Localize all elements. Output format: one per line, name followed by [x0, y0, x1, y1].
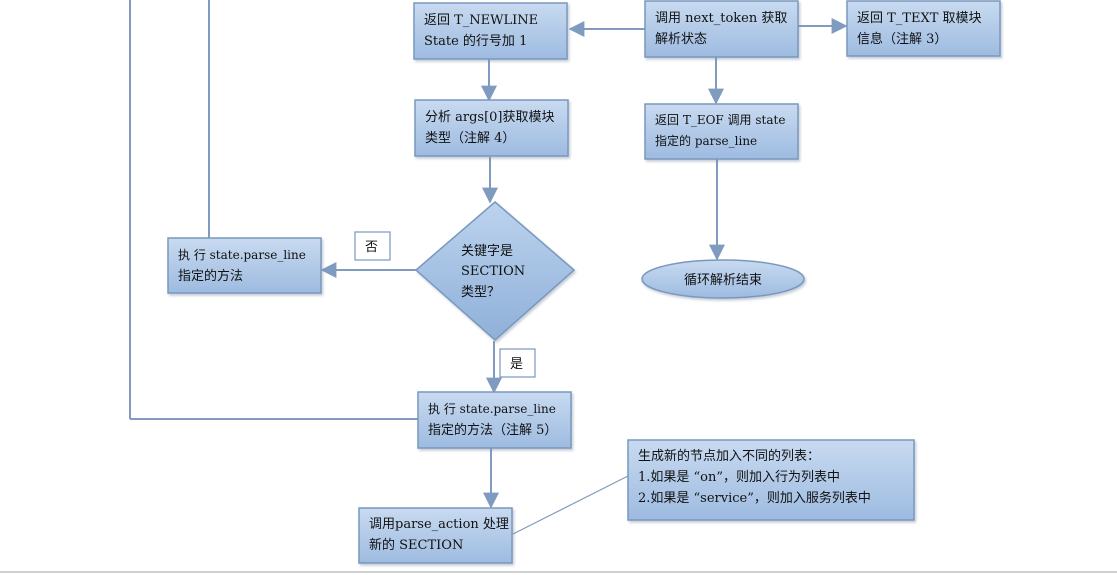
node-note-line-1: 生成新的节点加入不同的列表：: [638, 448, 820, 464]
note-connector: [512, 475, 629, 535]
node-note: 生成新的节点加入不同的列表： 1.如果是 “on”，则加入行为列表中 2.如果是…: [627, 439, 915, 521]
node-next-token-line-2: 解析状态: [655, 32, 707, 47]
node-exec-left: 执 行 state.parse_line 指定的方法: [167, 237, 322, 294]
node-exec-left-line-1: 执 行 state.parse_line: [178, 248, 306, 262]
node-exec-center-line-1: 执 行 state.parse_line: [428, 402, 556, 416]
node-newline-line-2: State 的行号加 1: [424, 33, 527, 49]
node-decision: 关键字是 SECTION 类型？: [414, 201, 576, 342]
node-note-line-3: 2.如果是 “service”，则加入服务列表中: [638, 490, 871, 506]
node-loop-end: 循环解析结束: [641, 259, 805, 299]
node-next-token-line-1: 调用 next_token 获取: [655, 11, 787, 26]
node-exec-center: 执 行 state.parse_line 指定的方法（注解 5）: [417, 391, 572, 449]
node-analyze-args-line-1: 分析 args[0]获取模块: [425, 110, 555, 125]
node-exec-left-line-2: 指定的方法: [178, 268, 243, 284]
node-parse-action-line-2: 新的 SECTION: [369, 537, 463, 553]
node-text-line-2: 信息（注解 3）: [857, 31, 947, 47]
node-note-line-2: 1.如果是 “on”，则加入行为列表中: [638, 469, 840, 485]
node-eof-line-1: 返回 T_EOF 调用 state: [655, 113, 785, 127]
node-eof-line-2: 指定的 parse_line: [655, 133, 757, 148]
node-newline-line-1: 返回 T_NEWLINE: [424, 13, 538, 28]
node-parse-action-line-1: 调用parse_action 处理: [369, 517, 509, 532]
node-analyze-args-line-2: 类型（注解 4）: [425, 131, 515, 146]
label-no-text: 否: [365, 240, 378, 255]
node-loop-end-text: 循环解析结束: [684, 273, 762, 288]
label-yes: 是: [499, 348, 536, 378]
label-no: 否: [354, 231, 391, 261]
node-text: 返回 T_TEXT 取模块 信息（注解 3）: [846, 0, 1001, 57]
node-decision-line-3: 类型？: [461, 285, 500, 300]
connectors: [129, 0, 848, 535]
node-text-line-1: 返回 T_TEXT 取模块: [857, 11, 982, 26]
node-next-token: 调用 next_token 获取 解析状态: [644, 0, 799, 58]
node-eof: 返回 T_EOF 调用 state 指定的 parse_line: [644, 103, 799, 160]
node-decision-line-1: 关键字是: [461, 244, 513, 259]
label-yes-text: 是: [510, 357, 523, 372]
node-newline: 返回 T_NEWLINE State 的行号加 1: [413, 2, 568, 60]
node-parse-action: 调用parse_action 处理 新的 SECTION: [358, 507, 513, 564]
node-analyze-args: 分析 args[0]获取模块 类型（注解 4）: [414, 99, 569, 157]
node-exec-center-line-2: 指定的方法（注解 5）: [428, 422, 557, 438]
node-decision-line-2: SECTION: [461, 264, 525, 279]
